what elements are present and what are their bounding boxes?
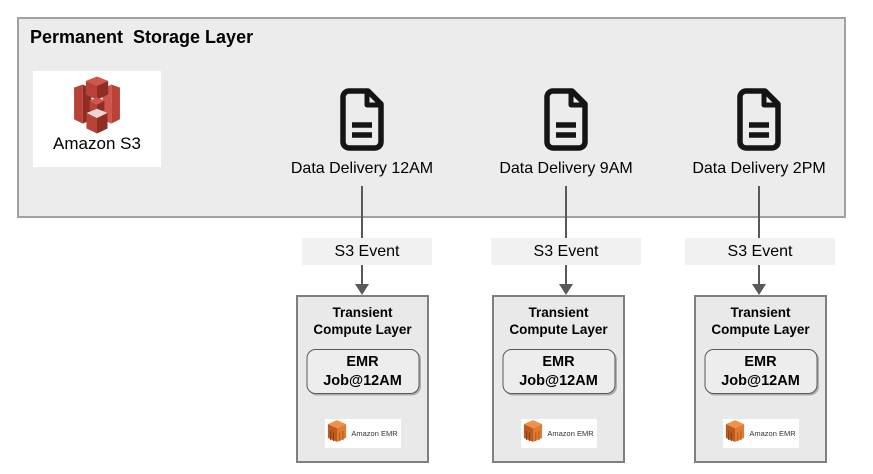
emr-job-line1: EMR bbox=[346, 354, 379, 370]
document-icon bbox=[336, 88, 388, 151]
emr-job-line2: Job@12AM bbox=[323, 373, 402, 389]
amazon-emr-icon bbox=[327, 419, 347, 448]
compute-title-line1: Transient bbox=[730, 305, 791, 320]
compute-layer-title: Transient Compute Layer bbox=[494, 304, 623, 338]
arrow-down bbox=[565, 186, 567, 285]
transient-compute-layer-box: Transient Compute Layer EMR Job@12AM Ama… bbox=[492, 295, 625, 463]
compute-title-line2: Compute Layer bbox=[711, 322, 810, 337]
s3-event-label: S3 Event bbox=[302, 238, 432, 265]
amazon-emr-icon bbox=[725, 419, 745, 448]
emr-job-line2: Job@12AM bbox=[721, 373, 800, 389]
compute-title-line1: Transient bbox=[332, 305, 393, 320]
delivery-label: Data Delivery 9AM bbox=[499, 160, 633, 177]
compute-title-line1: Transient bbox=[528, 305, 589, 320]
document-icon bbox=[733, 88, 785, 151]
emr-job-pill: EMR Job@12AM bbox=[502, 349, 615, 394]
compute-layer-title: Transient Compute Layer bbox=[696, 304, 825, 338]
delivery-label: Data Delivery 2PM bbox=[692, 160, 826, 177]
transient-compute-layer-box: Transient Compute Layer EMR Job@12AM Ama… bbox=[694, 295, 827, 463]
document-icon bbox=[540, 88, 592, 151]
delivery-label: Data Delivery 12AM bbox=[290, 160, 434, 177]
amazon-emr-label: Amazon EMR bbox=[547, 429, 594, 438]
amazon-s3-icon bbox=[33, 74, 161, 136]
storage-layer-title: Permanent Storage Layer bbox=[30, 27, 254, 47]
amazon-emr-logo: Amazon EMR bbox=[324, 419, 401, 448]
emr-job-line2: Job@12AM bbox=[519, 373, 598, 389]
arrow-down bbox=[361, 186, 363, 285]
amazon-s3-logo: Amazon S3 bbox=[33, 71, 161, 167]
arrowhead-icon bbox=[752, 284, 766, 295]
arrowhead-icon bbox=[355, 284, 369, 295]
arrow-down bbox=[758, 186, 760, 285]
compute-title-line2: Compute Layer bbox=[313, 322, 412, 337]
emr-job-pill: EMR Job@12AM bbox=[306, 349, 419, 394]
compute-title-line2: Compute Layer bbox=[509, 322, 608, 337]
emr-job-line1: EMR bbox=[542, 354, 575, 370]
amazon-emr-icon bbox=[523, 419, 543, 448]
s3-event-label: S3 Event bbox=[685, 238, 835, 265]
amazon-emr-logo: Amazon EMR bbox=[722, 419, 799, 448]
amazon-emr-label: Amazon EMR bbox=[749, 429, 796, 438]
transient-compute-layer-box: Transient Compute Layer EMR Job@12AM Ama… bbox=[296, 295, 429, 463]
arrowhead-icon bbox=[559, 284, 573, 295]
amazon-emr-label: Amazon EMR bbox=[351, 429, 398, 438]
emr-job-pill: EMR Job@12AM bbox=[704, 349, 817, 394]
s3-event-label: S3 Event bbox=[491, 238, 641, 265]
amazon-emr-logo: Amazon EMR bbox=[520, 419, 597, 448]
amazon-s3-label: Amazon S3 bbox=[53, 134, 141, 153]
emr-job-line1: EMR bbox=[744, 354, 777, 370]
compute-layer-title: Transient Compute Layer bbox=[298, 304, 427, 338]
